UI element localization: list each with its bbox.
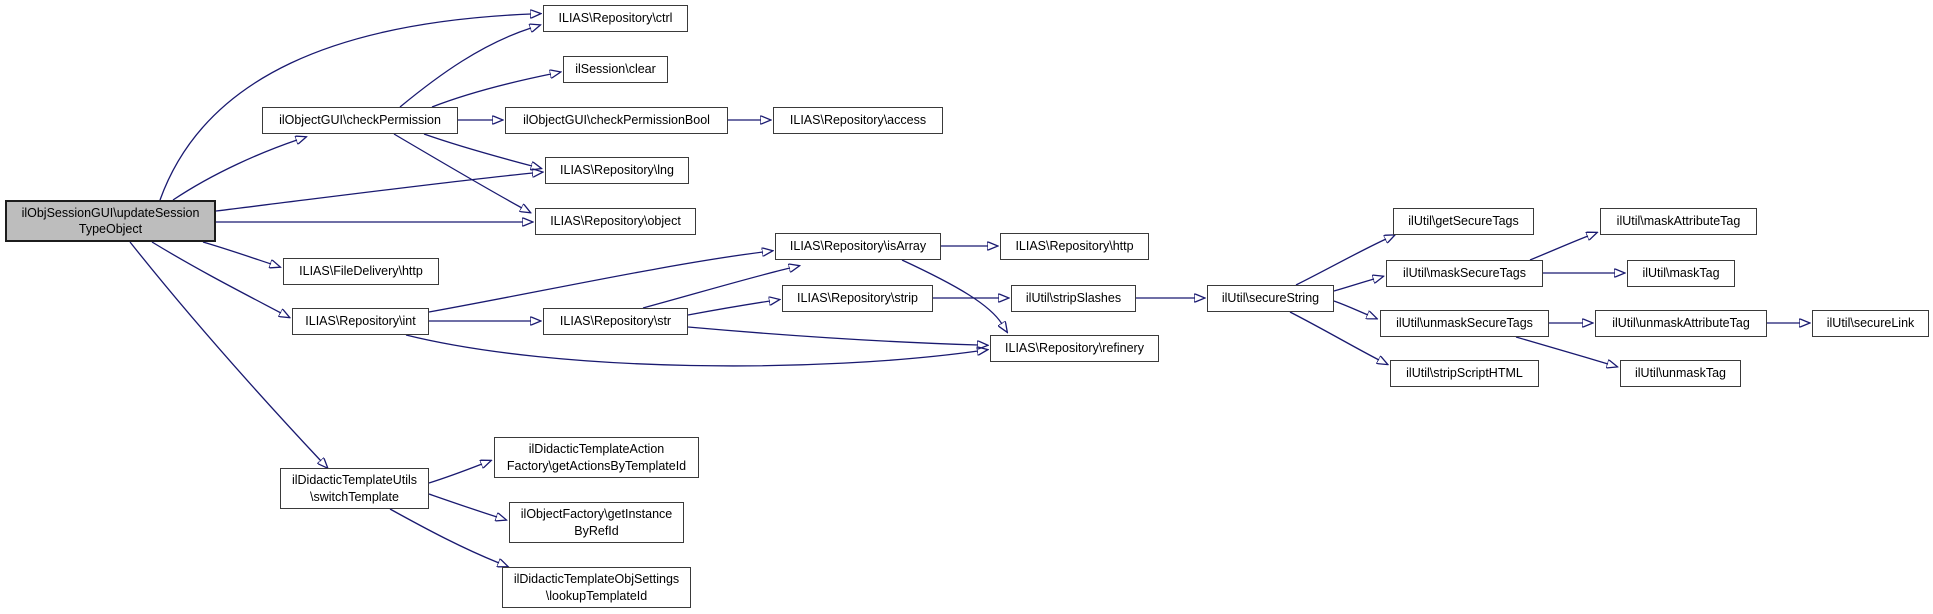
edge-root-checkpermission: [172, 140, 297, 201]
edge-checkpermission-ctrl: [399, 28, 531, 108]
edge-str-refinery: [687, 326, 978, 345]
node-ilutil-masktag[interactable]: ilUtil\maskTag: [1627, 260, 1735, 287]
edge-switchtemplate-getinstance: [428, 493, 497, 517]
node-ilutil-unmasksecuretags[interactable]: ilUtil\unmaskSecureTags: [1380, 310, 1549, 337]
node-ilias-repository-ctrl[interactable]: ILIAS\Repository\ctrl: [543, 5, 688, 32]
node-ildidactictemplateutils-switchtemplate[interactable]: ilDidacticTemplateUtils \switchTemplate: [280, 468, 429, 509]
node-ilutil-unmaskattributetag[interactable]: ilUtil\unmaskAttributeTag: [1595, 310, 1767, 337]
edge-checkpermission-lng: [423, 133, 532, 166]
edge-int-refinery: [405, 334, 978, 367]
edge-checkpermission-clear: [431, 74, 551, 108]
node-ilobjsessiongui-updatesessiontypeobject: ilObjSessionGUI\updateSession TypeObject: [5, 200, 216, 242]
node-ilutil-masksecuretags[interactable]: ilUtil\maskSecureTags: [1386, 260, 1543, 287]
node-ilias-repository-isarray[interactable]: ILIAS\Repository\isArray: [775, 233, 941, 260]
edge-switchtemplate-lookuptemplate: [389, 508, 499, 563]
node-ilutil-getsecuretags[interactable]: ilUtil\getSecureTags: [1393, 208, 1534, 235]
edge-securestring-getsecuretags: [1295, 239, 1386, 286]
node-ilutil-securelink[interactable]: ilUtil\secureLink: [1812, 310, 1929, 337]
node-ilutil-stripslashes[interactable]: ilUtil\stripSlashes: [1011, 285, 1136, 312]
node-ilias-repository-str[interactable]: ILIAS\Repository\str: [543, 308, 688, 335]
node-ilias-repository-access[interactable]: ILIAS\Repository\access: [773, 107, 943, 134]
edge-root-ctrl: [159, 14, 531, 201]
edge-str-strip: [687, 301, 770, 316]
node-ilias-filedelivery-http[interactable]: ILIAS\FileDelivery\http: [283, 258, 439, 285]
node-ilias-repository-refinery[interactable]: ILIAS\Repository\refinery: [990, 335, 1159, 362]
node-ilias-repository-strip[interactable]: ILIAS\Repository\strip: [782, 285, 933, 312]
edge-root-lng: [215, 173, 533, 212]
node-ilobjectfactory-getinstancebyrefid[interactable]: ilObjectFactory\getInstance ByRefId: [509, 502, 684, 543]
edge-securestring-unmasksecuretags: [1333, 300, 1368, 315]
edge-root-switchtemplate: [129, 241, 321, 461]
edge-isarray-refinery: [901, 259, 1002, 324]
edge-int-isarray: [428, 252, 763, 313]
node-ildidactictemplateobjsettings-lookuptemplateid[interactable]: ilDidacticTemplateObjSettings \lookupTem…: [502, 567, 691, 608]
edge-switchtemplate-getactions: [428, 464, 482, 484]
edge-str-isarray: [642, 268, 790, 309]
edge-masksecuretags-maskattributetag: [1529, 236, 1588, 261]
edge-securestring-masksecuretags: [1333, 279, 1374, 292]
node-ildidactictemplateactionfactory-getactionsbytemplateid[interactable]: ilDidacticTemplateAction Factory\getActi…: [494, 437, 699, 478]
node-ilutil-maskattributetag[interactable]: ilUtil\maskAttributeTag: [1600, 208, 1757, 235]
node-ilobjectgui-checkpermission[interactable]: ilObjectGUI\checkPermission: [262, 107, 458, 134]
node-ilias-repository-object[interactable]: ILIAS\Repository\object: [535, 208, 696, 235]
edge-root-fdhttp: [202, 241, 271, 264]
edge-unmasksecuretags-unmasktag: [1515, 336, 1608, 364]
node-ilutil-securestring[interactable]: ilUtil\secureString: [1207, 285, 1334, 312]
edge-root-int: [151, 241, 281, 313]
node-ilias-repository-http[interactable]: ILIAS\Repository\http: [1000, 233, 1149, 260]
node-ilutil-stripscripthtml[interactable]: ilUtil\stripScriptHTML: [1390, 360, 1539, 387]
node-ilutil-unmasktag[interactable]: ilUtil\unmaskTag: [1620, 360, 1741, 387]
node-ilias-repository-lng[interactable]: ILIAS\Repository\lng: [545, 157, 689, 184]
edge-securestring-stripscripthtml: [1289, 311, 1379, 360]
edge-checkpermission-object: [393, 133, 522, 208]
node-ilobjectgui-checkpermissionbool[interactable]: ilObjectGUI\checkPermissionBool: [505, 107, 728, 134]
node-ilias-repository-int[interactable]: ILIAS\Repository\int: [292, 308, 429, 335]
node-ilsession-clear[interactable]: ilSession\clear: [563, 56, 668, 83]
